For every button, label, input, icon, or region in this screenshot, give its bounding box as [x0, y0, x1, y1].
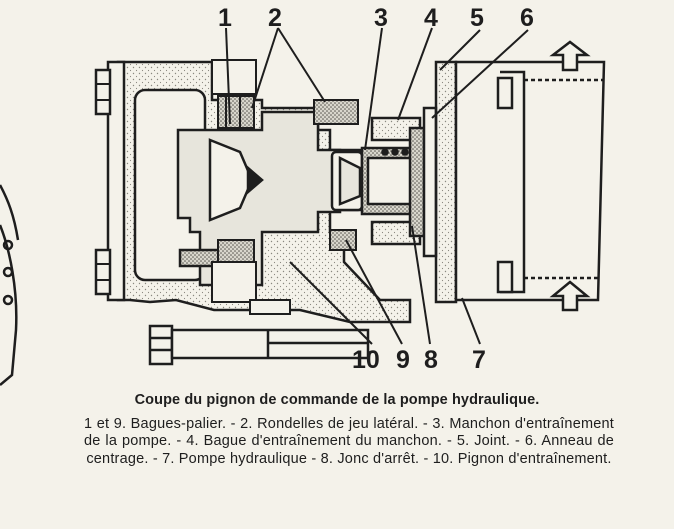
callout-8: 8: [424, 346, 438, 374]
left-fragment: [0, 184, 20, 386]
callout-6: 6: [520, 4, 534, 32]
caption-title: Coupe du pignon de commande de la pompe …: [134, 392, 540, 408]
leader-lines: [225, 27, 529, 345]
callout-2: 2: [268, 4, 282, 32]
callout-1: 1: [218, 4, 232, 32]
arrow-up-bottom: [549, 280, 591, 312]
callout-3: 3: [374, 4, 388, 32]
callout-9: 9: [396, 346, 410, 374]
flow-arrows: [549, 40, 591, 312]
arrow-up-top: [549, 40, 591, 72]
bearing-bushes: [211, 59, 359, 315]
callout-10: 10: [352, 346, 380, 374]
caption-body: 1 et 9. Bagues-palier. - 2. Rondelles de…: [84, 416, 614, 467]
pump-coupling: [330, 60, 458, 304]
cross-section-diagram: 1 2 3 4 5 6 7 8 9 10: [0, 4, 606, 386]
mounting-bracket: [148, 324, 370, 366]
hydraulic-pump: [454, 60, 606, 302]
callout-7: 7: [472, 346, 486, 374]
callout-5: 5: [470, 4, 484, 32]
callout-4: 4: [424, 4, 438, 32]
